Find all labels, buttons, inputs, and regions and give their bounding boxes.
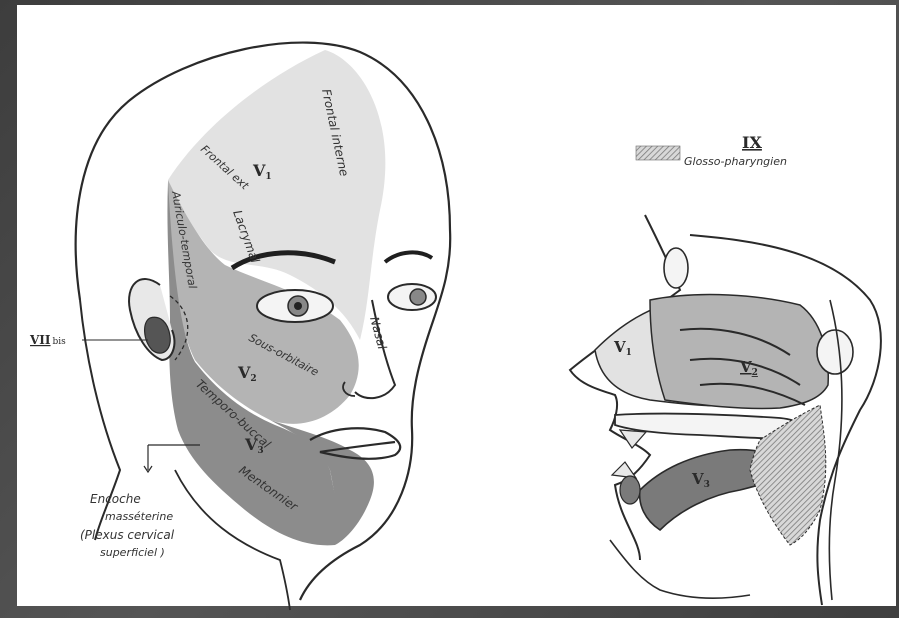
eyebrow-right (385, 252, 432, 262)
label-ix: IX (742, 133, 762, 152)
label-encoche-2: masséterine (105, 510, 173, 523)
frontal-sinus (664, 248, 688, 288)
ix-legend-swatch (636, 146, 680, 160)
left-pupil (294, 302, 302, 310)
label-nasal: Nasal (367, 315, 389, 351)
label-encoche-3: (Plexus cervical (80, 528, 175, 542)
lip-v3 (620, 476, 640, 504)
tooth-lower (612, 462, 636, 478)
label-glosso-pharyngien: Glosso-pharyngien (684, 155, 787, 168)
right-iris (410, 289, 426, 305)
label-encoche-4: superficiel ) (100, 546, 165, 559)
section-v2-zone (650, 295, 828, 409)
sphenoid-sinus (817, 330, 853, 374)
head-figure (76, 43, 451, 610)
label-encoche-1: Encoche (90, 492, 141, 506)
jaw-lower (610, 540, 750, 598)
sagittal-section (570, 215, 881, 605)
